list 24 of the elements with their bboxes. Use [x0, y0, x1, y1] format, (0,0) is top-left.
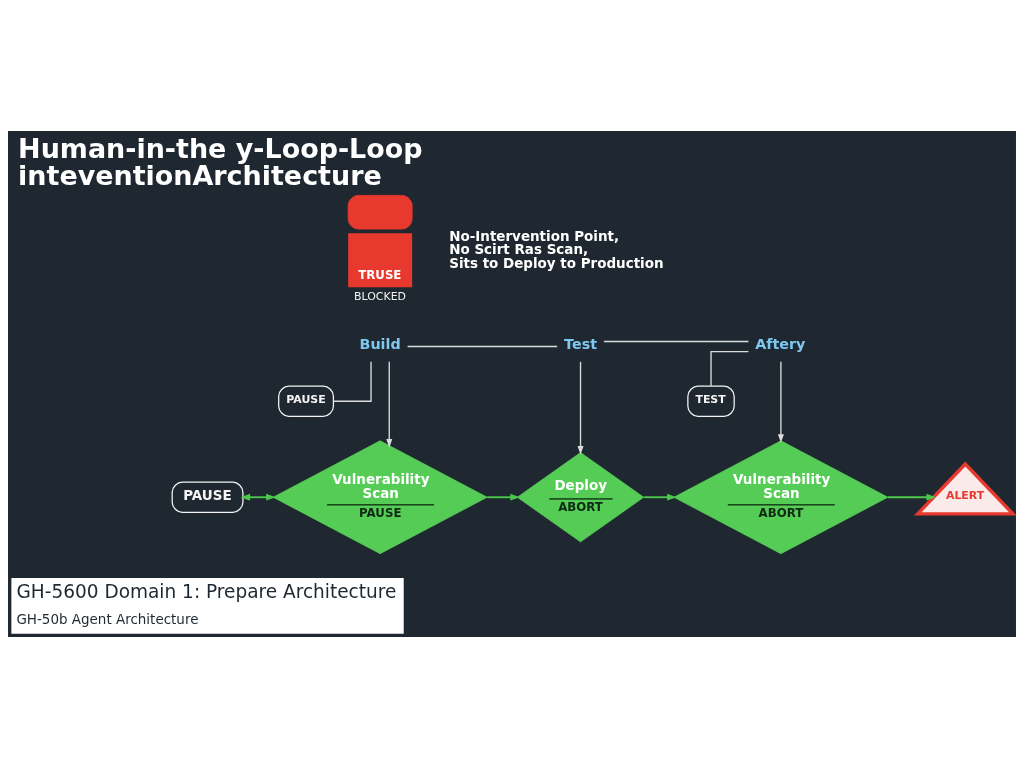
arrow — [886, 493, 937, 501]
node-text: Build — [359, 336, 401, 353]
arrow — [643, 493, 677, 501]
connector — [406, 345, 558, 348]
arrow — [240, 493, 276, 501]
node-box: TEST — [687, 385, 735, 418]
node-text: Test — [564, 336, 598, 353]
connector — [603, 340, 750, 343]
label: No-Intervention Point, No Scirt Ras Scan, Sits to Deploy to Production — [449, 227, 664, 271]
node-box: PAUSE — [171, 481, 244, 513]
caption: GH-5600 Domain 1: Prepare Architecture — [16, 580, 397, 602]
node-label: BLOCKED — [354, 290, 407, 304]
label: GH-50b Agent Architecture — [16, 611, 199, 628]
node-diamond: Vulnerability Scan ABORT — [673, 440, 889, 555]
node-box: PAUSE — [278, 385, 335, 418]
node-text: Aftery — [755, 336, 806, 353]
connector — [332, 361, 372, 402]
arrow — [386, 361, 393, 448]
arrow — [486, 493, 520, 501]
arrow — [777, 361, 784, 443]
diagram-title: Human-in-the y-Loop-Loop inteventionArchitecture — [18, 133, 423, 192]
connector — [710, 350, 750, 387]
arrow — [577, 361, 584, 455]
node-diamond: Deploy ABORT — [516, 452, 645, 543]
